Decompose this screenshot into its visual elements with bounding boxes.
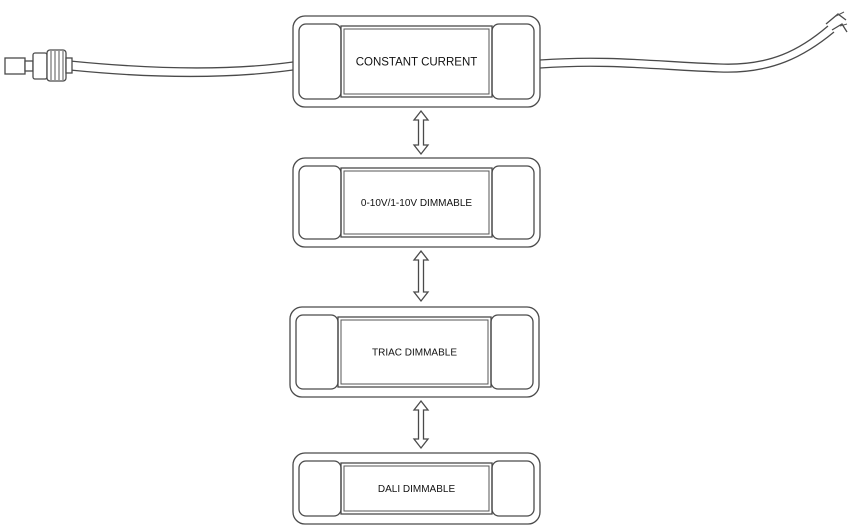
driver-body (292, 452, 541, 525)
driver-box: DALI DIMMABLE (292, 452, 541, 525)
double-headed-arrow-icon (412, 249, 430, 303)
stripped-wire-end-icon (825, 11, 848, 33)
driver-label-plate (340, 167, 493, 238)
driver-label: CONSTANT CURRENT (356, 57, 478, 69)
drivers-layer: CONSTANT CURRENT 0-10V/1-10V DIMMABLE TRIA… (289, 15, 541, 525)
driver-label-plate-inner (343, 170, 490, 235)
arrow-shape (412, 249, 430, 303)
arrow-shape (412, 109, 430, 156)
driver-box: 0-10V/1-10V DIMMABLE (292, 157, 541, 248)
driver-label: 0-10V/1-10V DIMMABLE (361, 198, 472, 209)
arrows-layer (412, 109, 430, 450)
driver-body (292, 15, 541, 108)
driver-body (289, 306, 540, 398)
driver-box: CONSTANT CURRENT (292, 15, 541, 108)
output-cable (539, 25, 835, 73)
driver-label-plate-inner (340, 319, 489, 385)
driver-label-plate (337, 316, 492, 388)
driver-box: TRIAC DIMMABLE (289, 306, 540, 398)
driver-label-plate (340, 462, 493, 515)
driver-label: TRIAC DIMMABLE (372, 348, 457, 359)
arrow-shape (412, 399, 430, 450)
driver-label-plate-inner (343, 465, 490, 512)
driver-label-plate-inner (343, 28, 490, 95)
driver-body (292, 157, 541, 248)
driver-label: DALI DIMMABLE (378, 484, 456, 495)
input-cable (69, 60, 294, 78)
double-headed-arrow-icon (412, 109, 430, 156)
double-headed-arrow-icon (412, 399, 430, 450)
driver-label-plate (340, 25, 493, 98)
plug-connector-icon (4, 49, 73, 82)
